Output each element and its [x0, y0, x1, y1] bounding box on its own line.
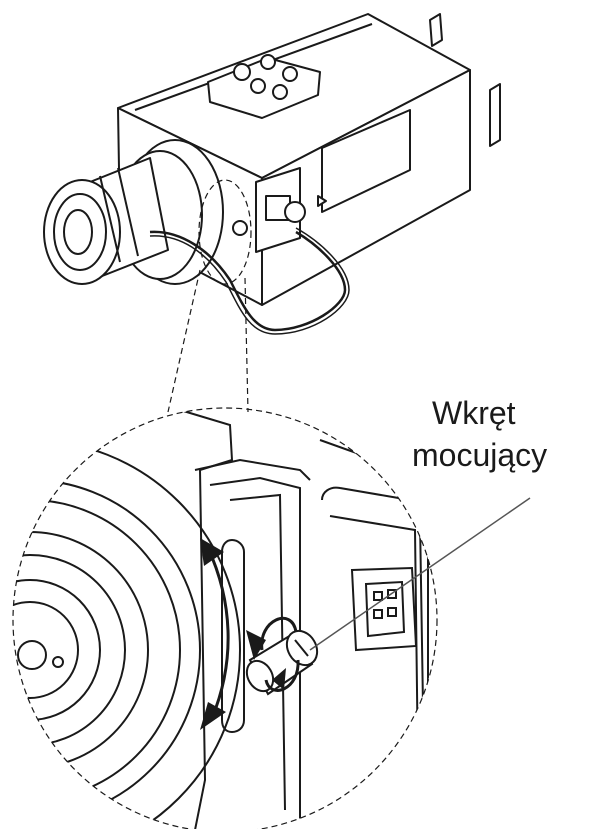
iris-cable — [150, 232, 345, 330]
connector-socket-detail — [352, 568, 416, 650]
arrowhead-lower — [200, 702, 226, 730]
callout-label-line2: mocujący — [412, 437, 547, 473]
callout-label-line1: Wkręt — [432, 395, 516, 431]
mounting-screw-icon — [242, 625, 324, 695]
adjustment-slot — [222, 540, 244, 732]
zoom-detail — [0, 408, 437, 829]
camera-illustration — [44, 14, 500, 334]
zoom-guide-lines — [168, 180, 251, 412]
callout-leader-line — [310, 498, 530, 650]
arrowhead-screw-left — [246, 630, 266, 660]
arrowhead-screw-right — [272, 668, 286, 690]
lens-screw-small — [233, 221, 247, 235]
zoom-circle-outline — [13, 408, 437, 829]
arrowhead-upper — [200, 538, 224, 566]
